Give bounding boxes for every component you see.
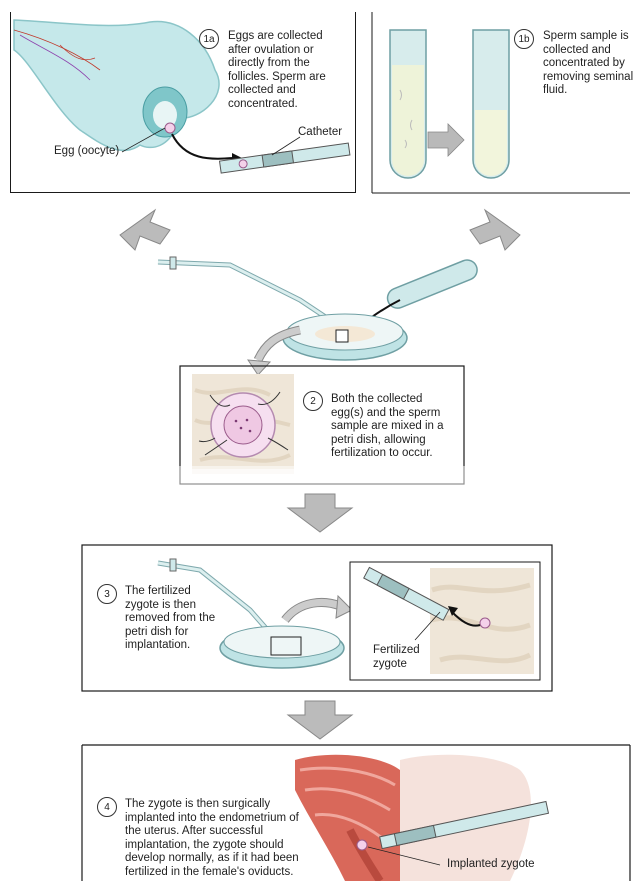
step-3-badge: 3 [97,584,117,604]
catheter-step3 [363,566,450,621]
egg-oocyte [164,122,176,134]
petri-dish-step3 [219,625,345,669]
fertilized-zygote [479,617,491,629]
egg-label: Egg (oocyte) [54,145,120,157]
sperm-tube [386,259,478,309]
step-4-badge: 4 [97,797,117,817]
step-2-text: Both the collected egg(s) and the sperm … [331,393,444,459]
implanted-zygote [356,839,368,851]
fertilized-zygote-label: Fertilized zygote [373,644,420,670]
down-arrow-2 [286,493,354,533]
catheter [218,142,351,174]
petri-dish-mixing [282,313,408,361]
ovary-tissue [13,19,220,152]
step-4-text: The zygote is then surgically implanted … [125,798,299,876]
watermark [178,466,468,486]
step-2-badge: 2 [303,391,323,411]
implanted-zygote-label: Implanted zygote [447,858,535,870]
down-arrow-right [469,208,521,251]
uterus-image [295,754,531,881]
step-1b-badge: 1b [514,29,534,49]
catheter-step4 [379,800,550,850]
step-3-text: The fertilized zygote is then removed fr… [125,585,216,651]
panel-step-3 [81,544,553,692]
step-1a-badge: 1a [199,29,219,49]
down-arrow-left [119,208,171,251]
catheter-label: Catheter [298,126,343,138]
pipette-left [157,256,332,323]
step-1a-text: Eggs are collected after ovulation or di… [228,30,326,110]
test-tube-concentrated [472,29,510,179]
test-tube-raw-sample [389,29,427,179]
down-arrow-3 [286,700,354,740]
step-1b-text: Sperm sample is collected and concentrat… [543,30,634,96]
fertilization-zoom-image [192,374,294,474]
process-arrow [427,123,465,157]
